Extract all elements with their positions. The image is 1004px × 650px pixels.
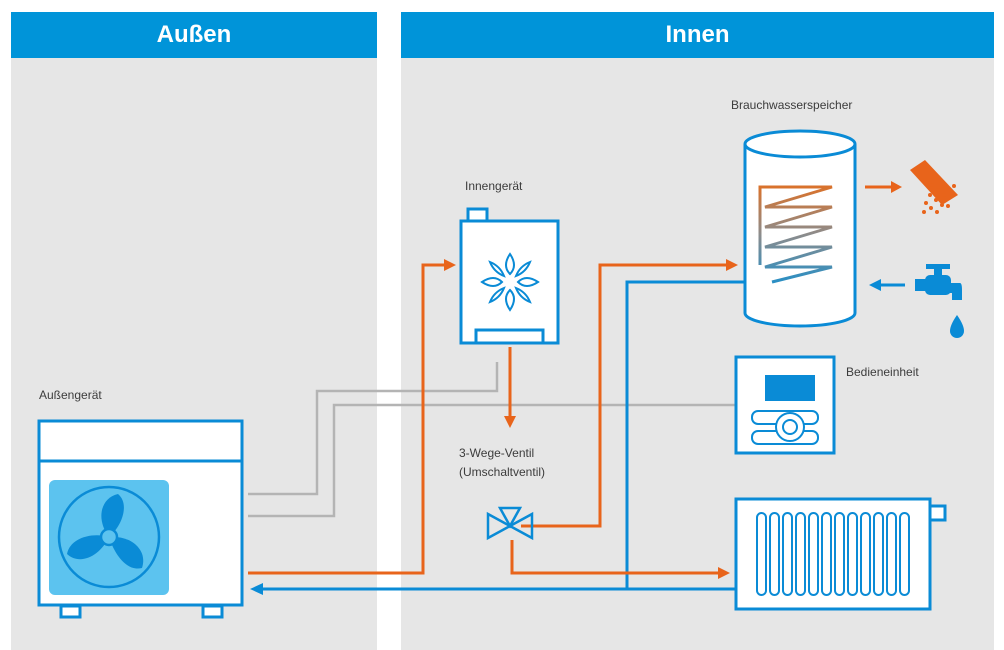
outside-header: Außen: [11, 12, 377, 58]
signal-lines: [248, 362, 735, 518]
shower-icon: [910, 160, 958, 214]
control-unit-label: Bedieneinheit: [846, 365, 919, 379]
indoor-unit-label: Innengerät: [465, 179, 523, 193]
valve-label-line2: (Umschaltventil): [459, 465, 546, 479]
flow-line-valve-to-radiator: [510, 540, 718, 575]
water-tank: [743, 129, 857, 328]
snowflake-flower-icon: [480, 252, 540, 312]
tank-coil: [758, 185, 833, 284]
outdoor-unit: [37, 419, 244, 619]
water-drop-icon: [950, 315, 964, 338]
three-way-valve-icon: [486, 506, 534, 541]
flow-lines: [248, 181, 902, 579]
return-arrowhead: [250, 583, 263, 595]
radiator-icon: [734, 497, 947, 611]
valve-label-line1: 3-Wege-Ventil: [459, 446, 535, 460]
return-lines: [250, 280, 745, 595]
water-tank-label: Brauchwasserspeicher: [731, 98, 853, 112]
signal-line-control-unit: [248, 403, 735, 518]
flow-arrow-tank: [726, 259, 738, 271]
flow-arrow-indoor: [444, 259, 456, 271]
return-line-tank: [625, 280, 745, 589]
outdoor-unit-label: Außengerät: [39, 388, 102, 402]
flow-arrow-radiator: [718, 567, 730, 579]
fan-icon: [49, 480, 169, 595]
inside-header: Innen: [401, 12, 994, 58]
cold-water-inlet: [869, 279, 905, 291]
flow-line-outdoor-to-indoor: [248, 263, 445, 575]
flow-line-valve-to-tank: [521, 263, 727, 528]
control-unit: [734, 355, 836, 455]
signal-line-indoor-unit: [248, 362, 499, 496]
tap-icon: [915, 264, 962, 300]
flow-arrow-valve: [504, 416, 516, 428]
indoor-unit: [459, 207, 560, 345]
hot-water-out-arrow: [891, 181, 902, 193]
